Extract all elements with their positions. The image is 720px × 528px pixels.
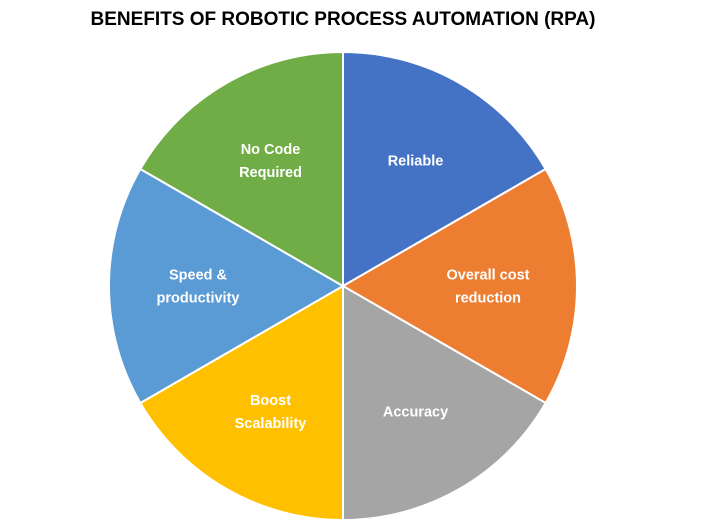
chart-title: BENEFITS OF ROBOTIC PROCESS AUTOMATION (… [91,9,596,30]
slice-label-line: Accuracy [383,405,448,421]
pie-slice-no-code-required [138,50,344,288]
slice-label: Speed & productivity [157,268,240,307]
slice-label-line: Boost [250,393,291,409]
pie-slice-speed-productivity [108,167,346,405]
slice-label-line: Speed & [169,268,228,284]
slice-label-line: Scalability [235,416,307,432]
pie-slice-overall-cost-reduction [340,167,578,405]
slice-label-line: reduction [455,291,521,307]
slice-label-line: No Code [241,142,301,158]
slice-label-line: Reliable [388,153,444,169]
pie-slice-reliable [342,50,548,288]
slice-label: Accuracy [383,405,448,421]
slice-label-line: productivity [157,291,240,307]
slice-label: Overall cost reduction [446,268,529,307]
pie-slice-boost-scalability [138,284,344,522]
slice-label-line: Overall cost [446,268,529,284]
pie-slice-accuracy [342,284,548,522]
slice-label-line: Required [239,165,302,181]
slice-label: Reliable [388,153,444,169]
